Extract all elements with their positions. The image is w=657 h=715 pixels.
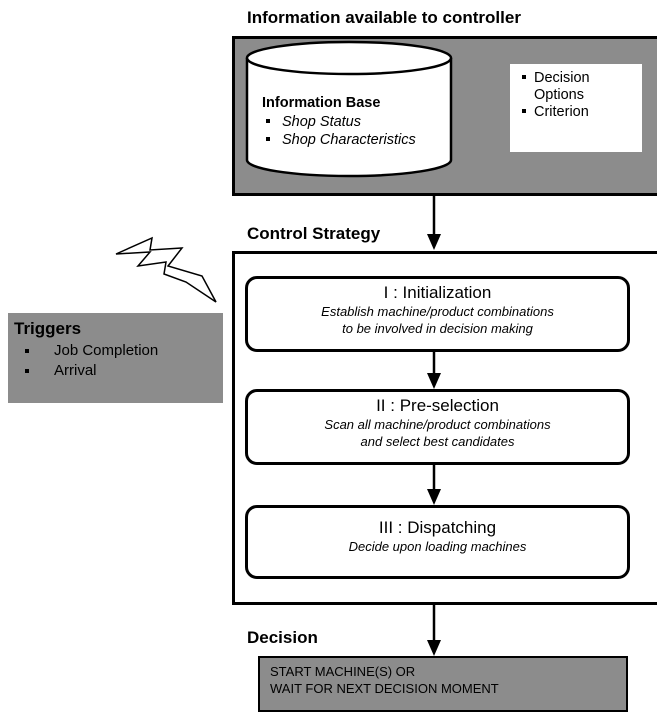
information-base: Information Base Shop Status Shop Charac… — [262, 95, 416, 149]
decision-line: START MACHINE(S) OR — [270, 664, 416, 679]
decision-heading: Decision — [247, 628, 318, 647]
info-item-label: Shop Status — [282, 114, 361, 130]
info-item-shop-characteristics: Shop Characteristics — [262, 131, 416, 149]
bullet-icon — [266, 137, 270, 141]
phase-dispatching: III : Dispatching Decide upon loading ma… — [245, 505, 630, 579]
bullet-icon — [25, 349, 29, 353]
bullet-icon — [522, 109, 526, 113]
decision-line: WAIT FOR NEXT DECISION MOMENT — [270, 681, 499, 696]
info-item-label: Shop Characteristics — [282, 132, 416, 148]
option-label: Criterion — [534, 104, 589, 120]
bullet-icon — [25, 369, 29, 373]
information-base-cylinder — [245, 40, 453, 178]
phase-desc-line: to be involved in decision making — [342, 321, 533, 336]
phase-desc-line: Establish machine/product combinations — [321, 304, 554, 319]
phase-title: III : Dispatching — [378, 518, 497, 537]
triggers-box: Triggers Job Completion Arrival — [8, 313, 223, 403]
arrowhead-icon — [427, 234, 441, 250]
option-item-criterion: Criterion — [518, 104, 642, 121]
arrowhead-icon — [427, 640, 441, 656]
phase-desc-line: and select best candidates — [360, 434, 515, 449]
trigger-item-arrival: Arrival — [8, 361, 223, 381]
trigger-label: Job Completion — [54, 342, 159, 359]
phase-title: II : Pre-selection — [376, 396, 499, 415]
trigger-item-job-completion: Job Completion — [8, 341, 223, 361]
triggers-title: Triggers — [14, 319, 82, 338]
trigger-label: Arrival — [54, 362, 97, 379]
strategy-heading: Control Strategy — [247, 224, 381, 243]
option-label: Decision Options — [534, 70, 590, 103]
phase-pre-selection: II : Pre-selection Scan all machine/prod… — [245, 389, 630, 465]
info-item-shop-status: Shop Status — [262, 113, 416, 131]
bullet-icon — [266, 119, 270, 123]
phase-desc-line: Scan all machine/product combinations — [324, 417, 551, 432]
phase-initialization: I : Initialization Establish machine/pro… — [245, 276, 630, 352]
info-heading: Information available to controller — [247, 8, 521, 27]
decision-box: START MACHINE(S) OR WAIT FOR NEXT DECISI… — [258, 656, 628, 712]
lightning-bolt-icon — [115, 236, 217, 303]
bullet-icon — [522, 75, 526, 79]
option-item-decision-options: Decision Options — [518, 70, 634, 104]
phase-title: I : Initialization — [383, 283, 492, 302]
information-base-title: Information Base — [262, 95, 381, 111]
phase-desc-line: Decide upon loading machines — [348, 539, 527, 554]
decision-options-box: Decision Options Criterion — [510, 64, 642, 152]
